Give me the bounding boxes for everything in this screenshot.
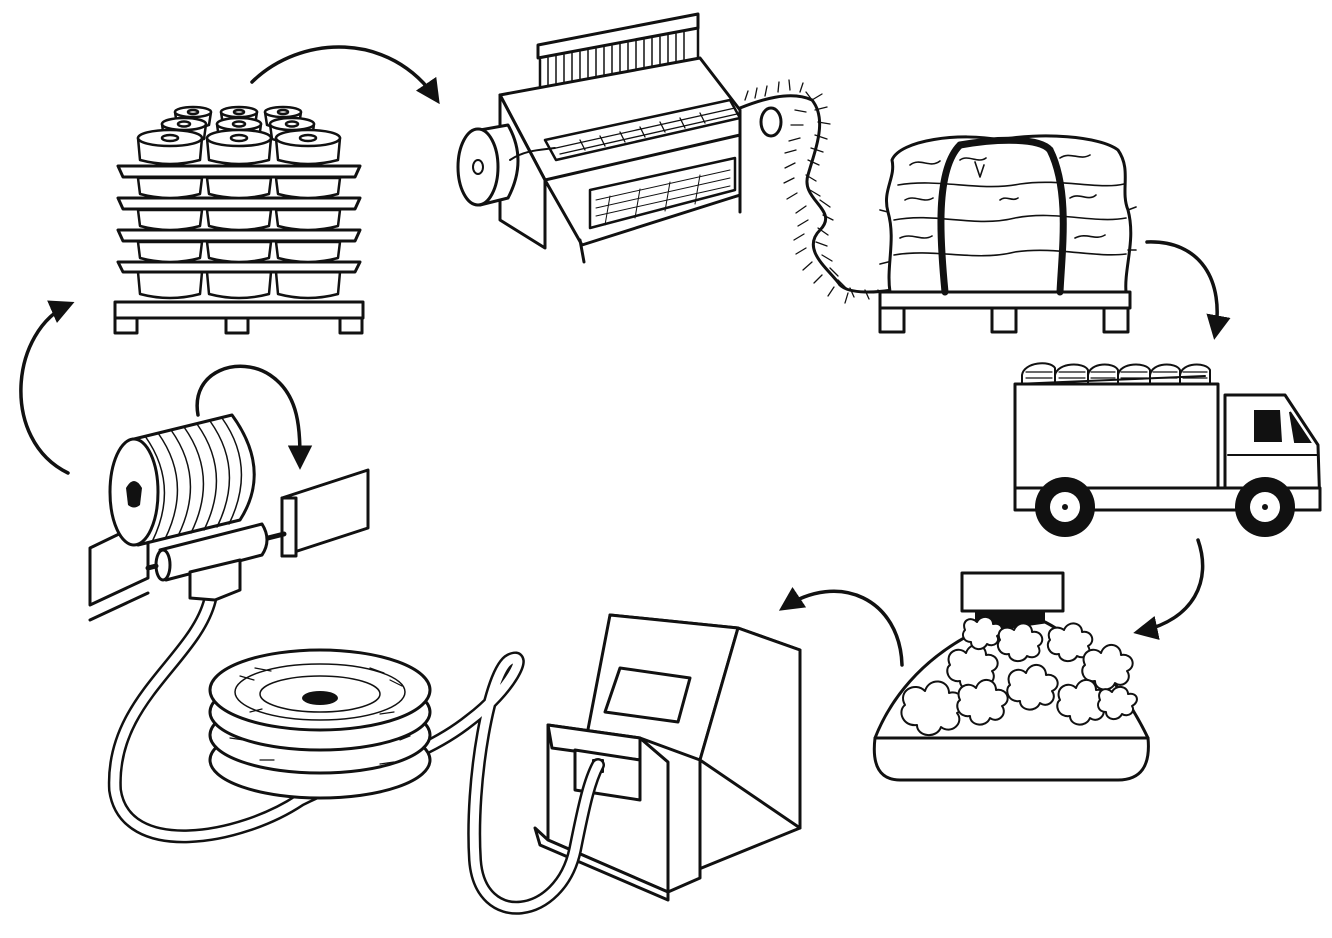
carding-machine-icon <box>533 613 802 902</box>
arrow-truck-to-opener <box>1133 538 1205 640</box>
arrow-winder-to-spools <box>19 300 75 475</box>
strapped-fibre-bale-icon <box>878 134 1137 334</box>
fibre-opening-hopper-icon <box>872 571 1150 782</box>
arrow-opener-to-carding <box>778 586 904 667</box>
spinning-winding-machine-icon <box>88 364 370 622</box>
arrow-spools-to-loom <box>250 45 440 105</box>
flow-arrows <box>19 45 1231 667</box>
loom-machine-icon <box>456 12 894 304</box>
arrow-bale-to-truck <box>1145 240 1231 340</box>
yarn-spools-on-pallet-icon <box>113 105 365 335</box>
sliver-rope-icon <box>107 593 605 915</box>
delivery-truck-icon <box>1013 362 1322 537</box>
